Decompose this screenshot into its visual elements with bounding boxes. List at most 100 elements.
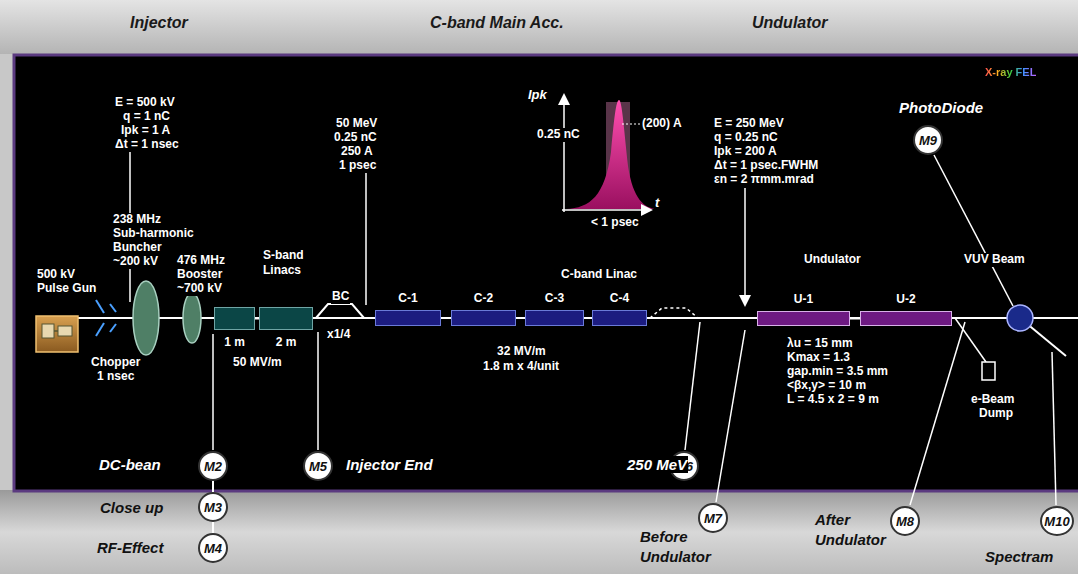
- callout-circle: M4: [198, 533, 228, 563]
- annotation-label: <βx,y> = 10 m: [786, 379, 867, 393]
- section-name: 1 m: [223, 335, 246, 349]
- annotation-label: E = 250 MeV: [713, 117, 785, 131]
- section-header: Injector: [130, 14, 188, 32]
- callout-circle: M9: [913, 125, 943, 155]
- callout-circle: M2: [198, 451, 228, 481]
- annotation-label: Spectram: [985, 548, 1053, 565]
- beam-connector: [850, 318, 860, 319]
- annotation-label: 32 MV/m: [496, 345, 547, 359]
- annotation-label: 250 A: [340, 145, 374, 159]
- annotation-label: BC: [331, 290, 350, 304]
- annotation-label: 476 MHz: [176, 254, 226, 268]
- annotation-label: DC-bean: [98, 456, 162, 473]
- annotation-label: 50 MV/m: [232, 356, 283, 370]
- annotation-label: λu = 15 mm: [786, 337, 854, 351]
- annotation-label: Before: [640, 528, 688, 545]
- callout-circle: M5: [303, 451, 333, 481]
- annotation-label: Ipk = 200 A: [713, 145, 778, 159]
- callout-number: M9: [919, 133, 937, 148]
- annotation-label: 1 psec: [338, 159, 377, 173]
- callout-number: M7: [704, 511, 722, 526]
- section-name: C-4: [609, 291, 630, 305]
- annotation-label: E = 500 kV: [114, 96, 176, 110]
- annotation-label: Δt = 1 psec.FWHM: [713, 159, 819, 173]
- annotation-label: Linacs: [262, 264, 302, 278]
- annotation-label: VUV Beam: [963, 253, 1026, 267]
- annotation-label: 0.25 nC: [536, 128, 581, 142]
- section-header: Undulator: [752, 14, 828, 32]
- annotation-label: e-Beam: [970, 393, 1015, 407]
- annotation-label: After: [815, 511, 850, 528]
- accelerator-section: C-3: [525, 310, 584, 326]
- annotation-label: Ipk: [527, 88, 548, 103]
- annotation-label: RF-Effect: [97, 539, 163, 556]
- annotation-label: ~700 kV: [176, 282, 223, 296]
- annotation-label: C-band Linac: [560, 268, 638, 282]
- annotation-label: ~200 kV: [112, 255, 159, 269]
- annotation-label: 50 MeV: [335, 117, 378, 131]
- annotation-label: (200) A: [641, 117, 683, 131]
- accelerator-section: C-4: [592, 310, 647, 326]
- annotation-label: Δt = 1 nsec: [114, 138, 180, 152]
- annotation-label: Buncher: [112, 241, 163, 255]
- annotation-label: Chopper: [90, 356, 141, 370]
- annotation-label: X-ray FEL: [985, 66, 1036, 79]
- accelerator-section: C-2: [451, 310, 516, 326]
- accelerator-section: C-1: [375, 310, 441, 326]
- annotation-label: 500 kV: [36, 268, 76, 282]
- beam-connector: [516, 318, 525, 319]
- annotation-label: 1.8 m x 4/unit: [482, 360, 560, 374]
- annotation-label: L = 4.5 x 2 = 9 m: [786, 393, 880, 407]
- beam-connector: [441, 318, 451, 319]
- annotation-label: Undulator: [803, 253, 862, 267]
- annotation-label: S-band: [262, 249, 305, 263]
- beam-connector: [584, 318, 592, 319]
- section-name: U-1: [793, 292, 814, 306]
- annotation-label: 1 nsec: [96, 370, 135, 384]
- annotation-label: εn = 2 πmm.mrad: [713, 173, 815, 187]
- callout-circle: M7: [698, 503, 728, 533]
- callout-circle: M3: [198, 492, 228, 522]
- beam-connector: [213, 481, 214, 492]
- annotation-label: q = 1 nC: [122, 110, 171, 124]
- annotation-label: 250 MeV: [626, 456, 688, 473]
- section-header: C-band Main Acc.: [430, 14, 564, 32]
- callout-circle: M8: [890, 506, 920, 536]
- beam-connector: [213, 522, 214, 533]
- annotation-label: Undulator: [815, 531, 886, 548]
- annotation-label: gap.min = 3.5 mm: [786, 365, 889, 379]
- annotation-label: Sub-harmonic: [112, 227, 195, 241]
- section-name: 2 m: [275, 335, 298, 349]
- callout-number: M5: [309, 459, 327, 474]
- section-name: C-1: [397, 291, 418, 305]
- section-name: U-2: [895, 292, 916, 306]
- section-name: C-2: [473, 291, 494, 305]
- section-name: C-3: [544, 291, 565, 305]
- annotation-label: Injector End: [345, 456, 434, 473]
- annotation-label: Ipk = 1 A: [120, 124, 171, 138]
- annotation-label: Close up: [100, 499, 163, 516]
- annotation-label: Dump: [978, 407, 1014, 421]
- annotation-label: Undulator: [640, 548, 711, 565]
- callout-number: M2: [204, 459, 222, 474]
- annotation-label: x1/4: [326, 328, 351, 342]
- annotation-label: Booster: [176, 268, 223, 282]
- annotation-label: < 1 psec: [590, 216, 640, 230]
- callout-number: M4: [204, 541, 222, 556]
- callout-circle: M10: [1040, 506, 1074, 536]
- annotation-label: Pulse Gun: [36, 282, 97, 296]
- callout-number: M3: [204, 500, 222, 515]
- accelerator-section: 1 m: [214, 307, 255, 330]
- annotation-label: 238 MHz: [112, 213, 162, 227]
- accelerator-section: 2 m: [259, 307, 313, 330]
- callout-number: M8: [896, 514, 914, 529]
- annotation-label: Kmax = 1.3: [786, 351, 851, 365]
- accelerator-section: U-2: [860, 311, 952, 326]
- annotation-label: 0.25 nC: [333, 131, 378, 145]
- annotation-label: t: [654, 196, 660, 211]
- annotation-label: q = 0.25 nC: [713, 131, 779, 145]
